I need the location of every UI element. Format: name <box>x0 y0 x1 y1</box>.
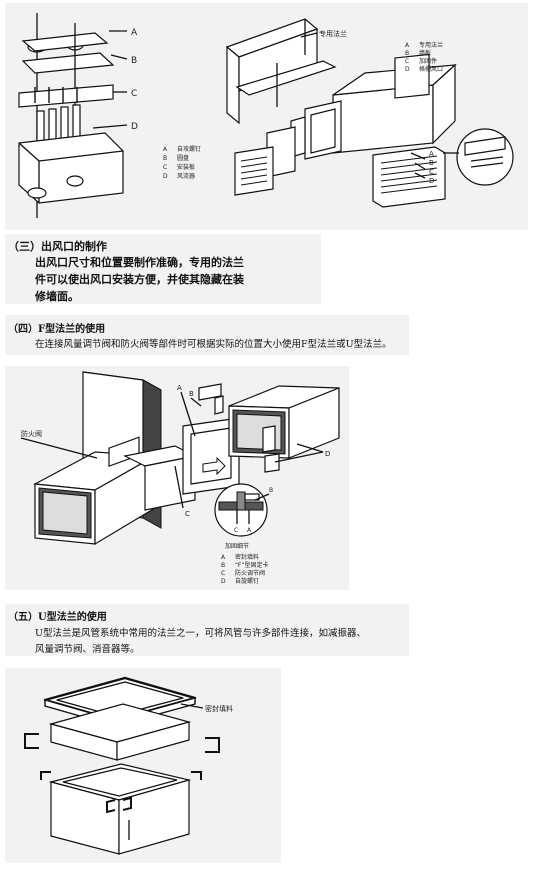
section-3-panel: （三）出风口的制作 出风口尺寸和位置要制作准确，专用的法兰 件可以使出风口安装方… <box>5 234 321 304</box>
fig1-right-legend-value: 格栅风口 <box>419 65 443 73</box>
figure-1-panel: A B C D A 自攻螺钉 B 圆盘 C 安装板 D 风流器 <box>5 3 528 230</box>
fig1-left-legend-key: B <box>163 155 167 162</box>
fig2-detail-letter: A <box>247 527 252 534</box>
section-5-panel: （五）U型法兰的使用 U型法兰是风管系统中常用的法兰之一，可将风管与许多部件连接… <box>5 604 409 656</box>
figure-3-panel: 密封填料 <box>5 668 281 863</box>
u-flange-exploded-drawing <box>24 676 220 855</box>
fig2-legend-key: A <box>221 554 226 561</box>
fig1-right-legend-value: 墙板 <box>419 49 431 57</box>
fig1-left-legend-value: 安装板 <box>177 163 195 171</box>
section-4-heading: （四）F型法兰的使用 <box>8 324 106 335</box>
fig2-callout-d: D <box>325 450 330 458</box>
section-3-heading: （三）出风口的制作 <box>8 240 107 253</box>
figure-3-drawing: 密封填料 <box>24 676 233 855</box>
fig1-callout-b: B <box>131 56 137 66</box>
fig2-detail-letter: C <box>234 527 238 534</box>
fig2-legend-key: B <box>221 562 225 569</box>
fig1-right-legend-key: C <box>405 58 409 65</box>
section-3-line: 出风口尺寸和位置要制作准确，专用的法兰 <box>35 256 244 269</box>
fig3-seal-label: 密封填料 <box>205 704 233 713</box>
section-3-line: 修墙面。 <box>35 290 79 303</box>
fig1-callout-c: C <box>131 89 137 99</box>
fig2-callout-a: A <box>177 384 182 392</box>
fig2-callout-c: C <box>185 510 190 518</box>
fig2-legend-value: 自旋螺钉 <box>235 577 259 585</box>
fig1-right-callout-d: D <box>429 177 434 185</box>
fig1-left-legend-key: A <box>163 146 168 153</box>
section-5-line: U型法兰是风管系统中常用的法兰之一，可将风管与许多部件连接，如减振器、 <box>35 628 367 639</box>
fig1-callout-d: D <box>131 122 138 132</box>
figure-2-panel: 防火阀 A B C D B C A 加固细节 A 密封填料 B “F”型固定卡 … <box>5 366 349 590</box>
section-5-heading: （五）U型法兰的使用 <box>8 612 107 623</box>
fig1-left-legend-value: 风流器 <box>177 172 195 180</box>
fig2-detail-letter: B <box>269 487 273 494</box>
fig2-legend-key: C <box>221 570 225 577</box>
fig1-left-legend-key: D <box>163 173 168 180</box>
diffuser-duct-drawing <box>18 13 128 218</box>
fig2-valve-label: 防火阀 <box>21 429 42 438</box>
figure-2-drawing: 防火阀 A B C D B C A 加固细节 A 密封填料 B “F”型固定卡 … <box>20 371 340 585</box>
fig1-left-legend-key: C <box>163 164 167 171</box>
fig1-right-legend-key: A <box>405 42 410 49</box>
fig1-right-legend-key: B <box>405 50 409 57</box>
fig2-legend-key: D <box>221 578 226 585</box>
fig2-detail-caption: 加固细节 <box>225 542 249 550</box>
fig1-right-title: 专用法兰 <box>319 29 347 38</box>
section-5-line: 风量调节阀、消音器等。 <box>35 644 140 655</box>
fig1-right-callout-b: B <box>429 159 434 167</box>
fig1-left-legend-value: 自攻螺钉 <box>177 145 201 153</box>
fig2-legend-value: “F”型固定卡 <box>235 561 268 569</box>
fig2-callout-b: B <box>189 390 194 398</box>
special-flange-drawing <box>225 18 514 208</box>
section-3-line: 件可以使出风口安装方便，并使其隐藏在装 <box>35 273 244 286</box>
fig1-right-legend-value: 专用法兰 <box>419 41 443 49</box>
section-4-panel: （四）F型法兰的使用 在连接风量调节阀和防火阀等部件时可根据实际的位置大小使用F… <box>5 315 409 355</box>
fig1-right-legend-key: D <box>405 66 410 73</box>
section-4-body: 在连接风量调节阀和防火阀等部件时可根据实际的位置大小使用F型法兰或U型法兰。 <box>35 339 392 350</box>
fig1-right-callout-a: A <box>429 150 434 158</box>
fig1-left-legend-value: 圆盘 <box>177 154 189 162</box>
fig1-right-callout-c: C <box>429 168 434 176</box>
figure-1-drawing: A B C D A 自攻螺钉 B 圆盘 C 安装板 D 风流器 <box>18 13 514 218</box>
fig1-callout-a: A <box>131 28 138 38</box>
fig2-legend-value: 防火调节阀 <box>235 569 265 577</box>
fig2-legend-value: 密封填料 <box>235 553 259 561</box>
fig1-right-legend-value: 加固件 <box>419 57 437 65</box>
